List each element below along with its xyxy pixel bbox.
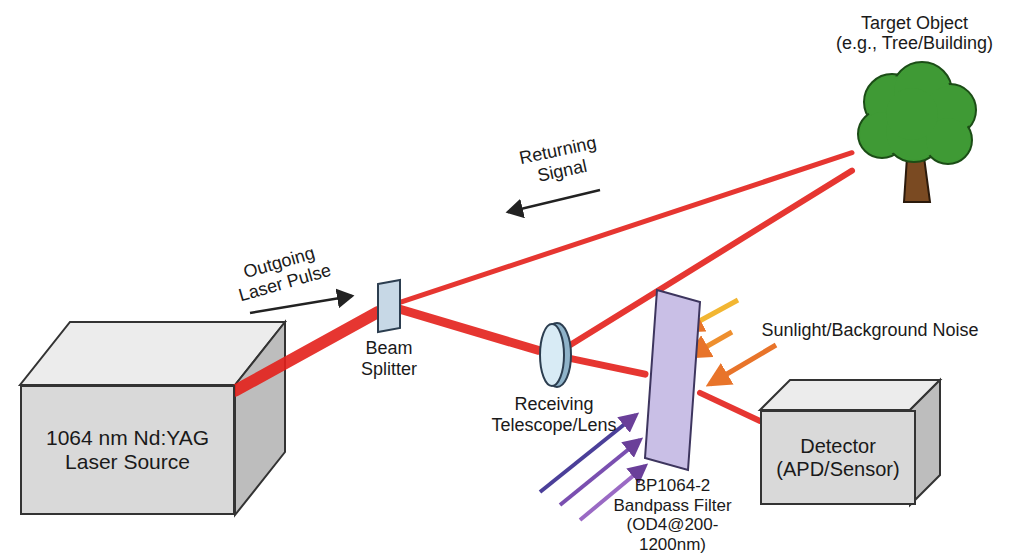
beam-splitter: Beam Splitter bbox=[378, 280, 400, 332]
noise-arrow bbox=[710, 345, 776, 384]
beam-label: Returning Signal bbox=[502, 129, 618, 192]
tree-shape bbox=[852, 62, 977, 202]
detector: Detector(APD/Sensor) bbox=[760, 410, 916, 505]
laser-beam bbox=[570, 358, 645, 374]
part-name: BP1064-2 Bandpass Filter bbox=[598, 476, 748, 515]
direction-arrow bbox=[508, 190, 600, 212]
laser-source: 1064 nm Nd:YAG Laser Source bbox=[20, 385, 235, 515]
bandpass-filter: BP1064-2 Bandpass Filter(OD4@200-1200nm) bbox=[645, 290, 700, 470]
part-label: Receiving Telescope/Lens bbox=[484, 394, 624, 435]
laser-beam bbox=[570, 171, 852, 345]
laser-beam bbox=[700, 393, 760, 421]
laser-beam bbox=[400, 153, 852, 303]
part-name: Beam Splitter bbox=[339, 338, 439, 379]
laser-side-face bbox=[235, 322, 285, 515]
part-label: Beam Splitter bbox=[339, 338, 439, 379]
part-name: Receiving Telescope/Lens bbox=[484, 394, 624, 435]
laser-beam bbox=[235, 312, 378, 391]
part-label: Target Object(e.g., Tree/Building) bbox=[800, 13, 1024, 54]
filter-shape bbox=[645, 290, 700, 470]
part-name: Target Object bbox=[800, 13, 1024, 34]
detector-top-face bbox=[760, 380, 940, 410]
part-note: (OD4@200-1200nm) bbox=[598, 515, 748, 554]
lens-shape bbox=[538, 322, 570, 388]
part-note: (e.g., Tree/Building) bbox=[800, 33, 1024, 54]
beam-label: Outgoing Laser Pulse bbox=[219, 236, 346, 309]
target-object: Target Object(e.g., Tree/Building) bbox=[852, 62, 977, 202]
noise-label: Sunlight/Background Noise bbox=[720, 320, 1020, 341]
part-name: Detector bbox=[768, 435, 908, 458]
part-label: BP1064-2 Bandpass Filter(OD4@200-1200nm) bbox=[598, 476, 748, 554]
noise-arrow bbox=[560, 440, 640, 505]
receiving-lens: Receiving Telescope/Lens bbox=[538, 322, 570, 388]
part-name: 1064 nm Nd:YAG Laser Source bbox=[40, 426, 215, 474]
part-note: (APD/Sensor) bbox=[768, 458, 908, 481]
plate-shape bbox=[378, 280, 400, 332]
laser-beam bbox=[400, 309, 538, 350]
